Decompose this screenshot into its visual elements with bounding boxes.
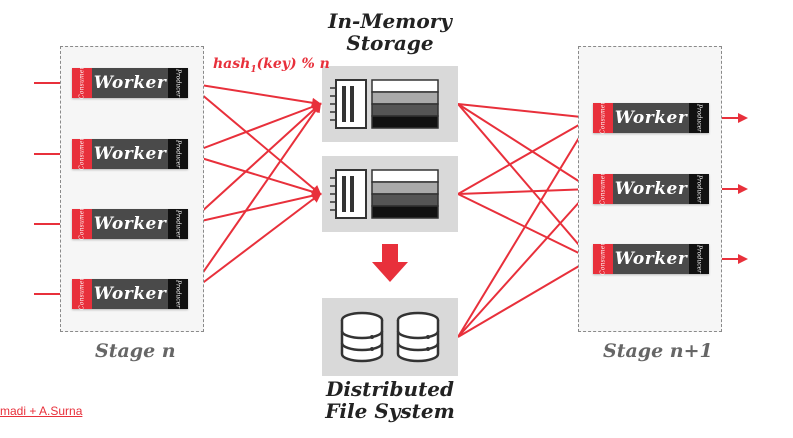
consumer-tag: Consumer	[72, 67, 92, 99]
memory-panel-1	[322, 66, 458, 142]
worker-label: Worker	[613, 103, 689, 133]
shuffle-wire	[187, 82, 322, 196]
worker-label: Worker	[613, 174, 689, 204]
producer-tag: Producer	[689, 174, 709, 204]
producer-tag: Producer	[168, 139, 188, 169]
memory-chip-icon	[330, 79, 439, 129]
storage-title-line-2: Storage	[346, 31, 434, 55]
read-wire	[457, 117, 593, 195]
worker-label: Worker	[92, 279, 168, 309]
shuffle-wire	[187, 153, 322, 197]
read-wire	[457, 187, 593, 338]
producer-tag: Producer	[168, 209, 188, 239]
worker-label: Worker	[92, 68, 168, 98]
database-icon	[340, 311, 440, 363]
producer-tag: Producer	[689, 103, 709, 133]
shuffle-wire	[187, 102, 322, 225]
worker-right-2: Consumer Worker Producer	[593, 173, 709, 205]
hash-label-sub: 1	[250, 64, 257, 75]
hash-label-rest: (key) % n	[256, 56, 330, 72]
shuffle-wire	[187, 82, 322, 108]
memory-panel-2	[322, 156, 458, 232]
shuffle-wire	[187, 102, 322, 155]
hash-label: hash1(key) % n	[213, 56, 330, 75]
read-wire	[457, 103, 593, 261]
worker-left-4: Consumer Worker Producer	[72, 278, 188, 310]
worker-left-1: Consumer Worker Producer	[72, 67, 188, 99]
footer-link[interactable]: madi + A.Surna	[0, 404, 83, 418]
stage-n-label: Stage n	[95, 340, 176, 362]
storage-title: In-Memory Storage	[318, 10, 462, 54]
worker-right-3: Consumer Worker Producer	[593, 243, 709, 275]
dfs-panel	[322, 298, 458, 376]
read-wire	[457, 257, 593, 338]
worker-right-1: Consumer Worker Producer	[593, 102, 709, 134]
dfs-title-line-1: Distributed	[325, 377, 455, 401]
storage-title-line-1: In-Memory	[328, 9, 452, 33]
arrow-down-icon	[372, 244, 408, 282]
shuffle-wire	[187, 190, 322, 225]
shuffle-wire	[187, 192, 322, 295]
consumer-tag: Consumer	[72, 138, 92, 170]
producer-tag: Producer	[168, 279, 188, 309]
memory-chip-icon	[330, 169, 439, 219]
stage-n-plus-1-label: Stage n+1	[603, 340, 713, 362]
producer-tag: Producer	[168, 68, 188, 98]
consumer-tag: Consumer	[72, 278, 92, 310]
read-wire	[457, 103, 593, 191]
producer-tag: Producer	[689, 244, 709, 274]
shuffle-wire	[187, 102, 322, 295]
consumer-tag: Consumer	[593, 243, 613, 275]
worker-label: Worker	[92, 209, 168, 239]
worker-left-3: Consumer Worker Producer	[72, 208, 188, 240]
read-wire	[457, 116, 593, 338]
worker-label: Worker	[613, 244, 689, 274]
worker-left-2: Consumer Worker Producer	[72, 138, 188, 170]
consumer-tag: Consumer	[593, 173, 613, 205]
worker-label: Worker	[92, 139, 168, 169]
read-wire	[457, 184, 593, 195]
dfs-title: Distributed File System	[310, 378, 470, 422]
read-wire	[457, 103, 593, 123]
dfs-title-line-2: File System	[325, 399, 455, 423]
consumer-tag: Consumer	[593, 102, 613, 134]
hash-label-main: hash	[213, 56, 251, 72]
consumer-tag: Consumer	[72, 208, 92, 240]
